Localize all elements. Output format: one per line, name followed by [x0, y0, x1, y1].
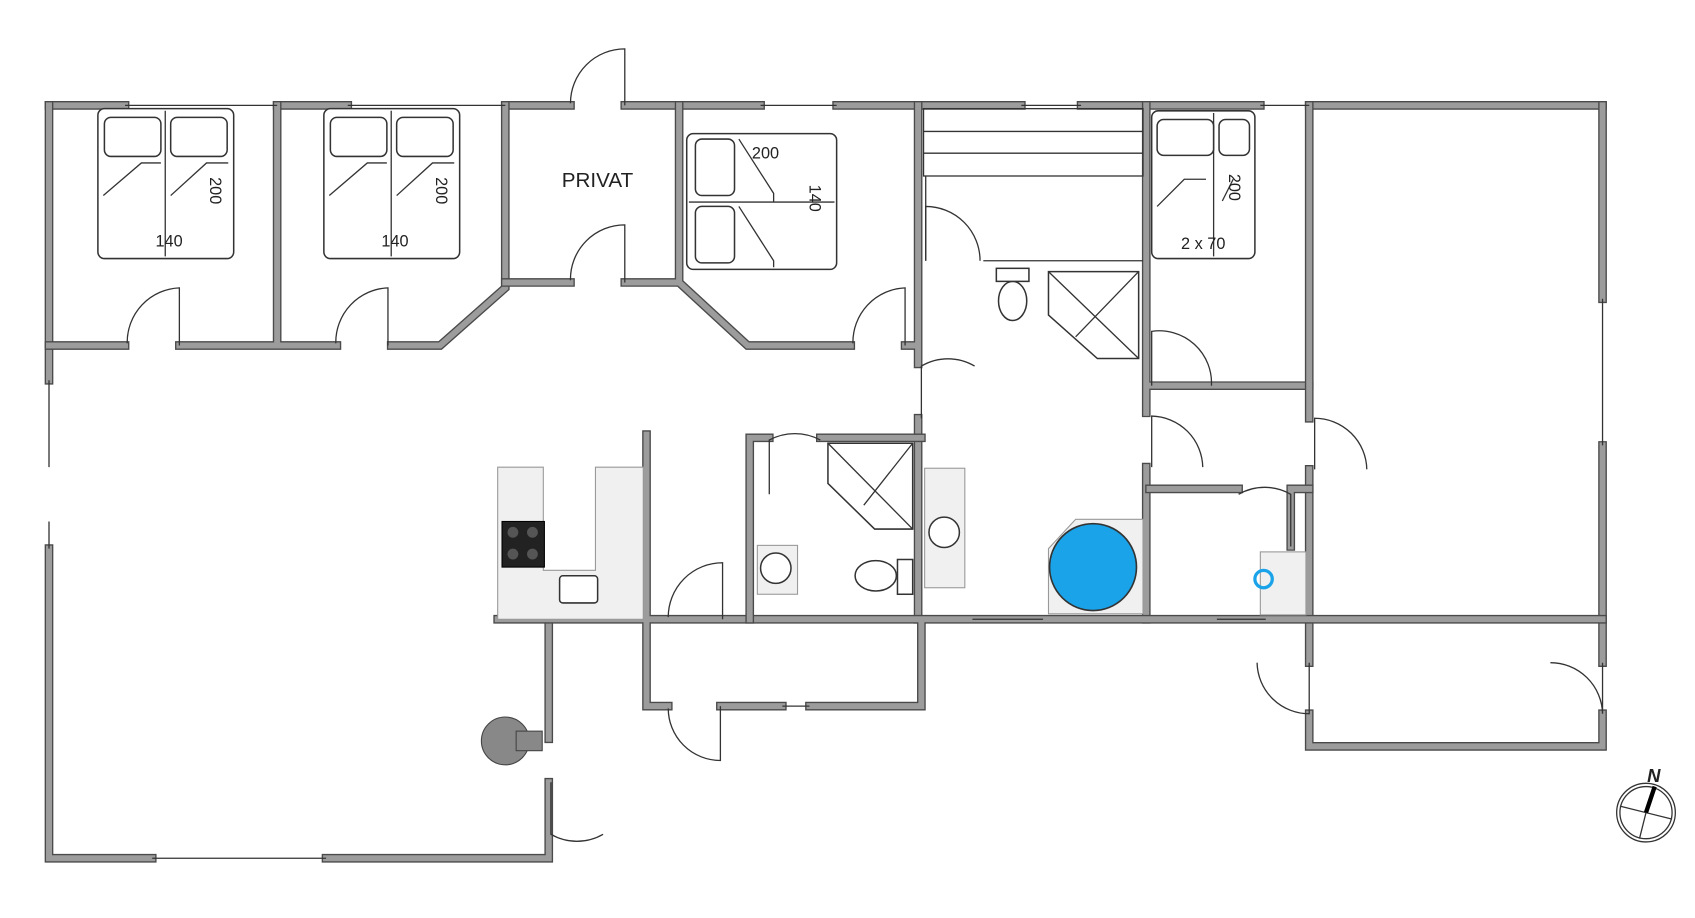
- bed-width-label: 2 x 70: [1181, 235, 1225, 253]
- toilet: [854, 559, 898, 592]
- door-bathroom-1: [768, 433, 821, 495]
- door-entrance: [667, 706, 722, 762]
- wall: [1306, 102, 1606, 750]
- bed-width-label: 140: [805, 185, 823, 212]
- toilet: [997, 280, 1028, 322]
- bed-2: 140 200: [323, 107, 461, 260]
- bathtub: [1048, 522, 1138, 612]
- wall: [494, 431, 1606, 710]
- bed-4: 2 x 70 200: [1150, 110, 1256, 260]
- door-room-right: [1313, 417, 1368, 470]
- bed-length-label: 200: [206, 177, 224, 204]
- wall: [746, 434, 1313, 623]
- door-hall-wc: [925, 205, 981, 261]
- room-label-privat: PRIVAT: [562, 169, 634, 192]
- door-entry-top: [569, 48, 626, 106]
- door-kitchen-hall: [667, 562, 724, 620]
- bed-width-label: 140: [381, 233, 408, 251]
- kitchen-sink: [558, 575, 599, 604]
- wall: [1304, 101, 1607, 751]
- doors: [126, 48, 1604, 842]
- bathroom-fixtures: [756, 267, 1307, 616]
- kitchen: [497, 466, 644, 620]
- bed-length-label: 200: [432, 177, 450, 204]
- compass: N: [1616, 765, 1676, 843]
- stairs: [922, 107, 1144, 262]
- wall: [46, 102, 552, 862]
- window: [48, 104, 1604, 859]
- bed-1: 140 200: [97, 107, 235, 260]
- door-bedroom-1: [126, 287, 181, 346]
- washing-machine: [1259, 551, 1307, 616]
- door-bathroom-2: [1151, 330, 1213, 386]
- wall: [1143, 102, 1313, 623]
- windows: [48, 104, 1604, 859]
- door-annex-right: [1550, 662, 1604, 714]
- door-laundry: [1238, 486, 1292, 547]
- walls: [44, 101, 1607, 863]
- bed-width-label: 140: [155, 233, 182, 251]
- bed-3: 200 140: [685, 132, 838, 271]
- bed-length-label: 200: [1225, 174, 1243, 201]
- wall: [46, 102, 509, 349]
- door-living-terrace: [550, 782, 604, 842]
- door-bedroom-3: [852, 287, 906, 346]
- door-hall: [920, 358, 975, 419]
- door-bedroom-2: [335, 287, 389, 346]
- door-privat: [569, 224, 626, 283]
- wall: [502, 102, 922, 623]
- fireplace: [480, 716, 543, 766]
- door-annex-left: [1256, 662, 1310, 715]
- bed-length-label: 200: [752, 145, 779, 163]
- stove: [501, 520, 545, 568]
- door-utility: [1151, 415, 1204, 468]
- compass-north-label: N: [1647, 765, 1661, 786]
